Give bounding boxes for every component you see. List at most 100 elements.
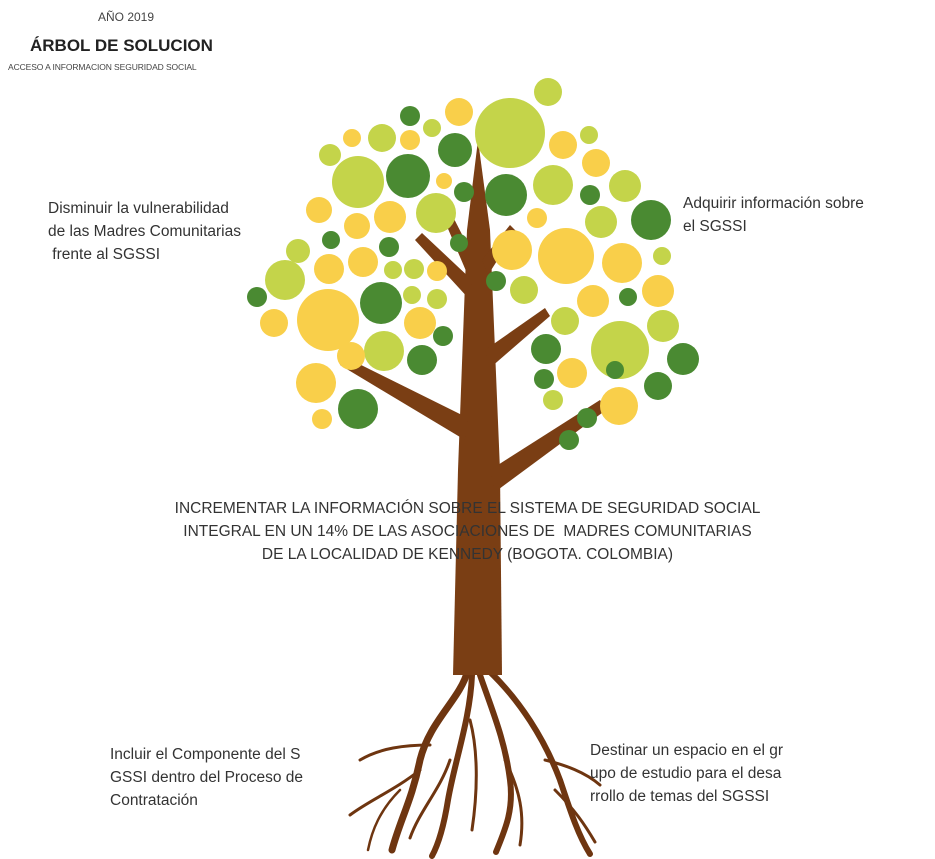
page-title: ÁRBOL DE SOLUCION (30, 36, 213, 55)
leaf-circle (577, 285, 609, 317)
leaf-circle (543, 390, 563, 410)
trunk-branch (340, 357, 468, 440)
leaf-circle (580, 126, 598, 144)
leaf-circle (312, 409, 332, 429)
root-strand (348, 768, 422, 817)
leaf-circle (647, 310, 679, 342)
leaf-circle (667, 343, 699, 375)
root-strand (408, 758, 452, 840)
leaf-circle (642, 275, 674, 307)
tree-canopy (247, 78, 699, 450)
leaf-circle (297, 289, 359, 351)
leaf-circle (436, 173, 452, 189)
leaf-circle (454, 182, 474, 202)
root-strand (503, 758, 524, 847)
branch-label-left: Disminuir la vulnerabilidad de las Madre… (48, 200, 241, 263)
trunk-goal-text: INCREMENTAR LA INFORMACIÓN SOBRE EL SIST… (174, 500, 761, 563)
leaf-circle (400, 106, 420, 126)
leaf-circle (653, 247, 671, 265)
root-strand (553, 788, 597, 844)
leaf-circle (557, 358, 587, 388)
leaf-circle (538, 228, 594, 284)
leaf-circle (600, 387, 638, 425)
trunk-branch (490, 400, 606, 492)
leaf-circle (644, 372, 672, 400)
root-label-left: Incluir el Componente del S GSSI dentro … (110, 746, 304, 809)
leaf-circle (407, 345, 437, 375)
leaf-circle (332, 156, 384, 208)
root-strand (429, 672, 475, 859)
leaf-circle (360, 282, 402, 324)
leaf-circle (379, 237, 399, 257)
leaf-circle (485, 174, 527, 216)
leaf-circle (531, 334, 561, 364)
leaf-circle (433, 326, 453, 346)
leaf-circle (306, 197, 332, 223)
root-strand (468, 718, 478, 832)
leaf-circle (606, 361, 624, 379)
leaf-circle (609, 170, 641, 202)
leaf-circle (260, 309, 288, 337)
root-strand (388, 666, 472, 854)
leaf-circle (265, 260, 305, 300)
leaf-circle (549, 131, 577, 159)
leaf-circle (585, 206, 617, 238)
leaf-circle (602, 243, 642, 283)
leaf-circle (445, 98, 473, 126)
leaf-circle (534, 369, 554, 389)
leaf-circle (348, 247, 378, 277)
leaf-circle (582, 149, 610, 177)
leaf-circle (427, 261, 447, 281)
page-subtitle: ACCESO A INFORMACION SEGURIDAD SOCIAL (8, 62, 197, 72)
leaf-circle (314, 254, 344, 284)
leaf-circle (580, 185, 600, 205)
leaf-circle (247, 287, 267, 307)
leaf-circle (551, 307, 579, 335)
header-year: AÑO 2019 (98, 10, 155, 24)
leaf-circle (416, 193, 456, 233)
leaf-circle (527, 208, 547, 228)
leaf-circle (364, 331, 404, 371)
root-strand (485, 667, 593, 857)
leaf-circle (475, 98, 545, 168)
leaf-circle (368, 124, 396, 152)
branch-label-right: Adquirir información sobre el SGSSI (683, 195, 864, 235)
leaf-circle (438, 133, 472, 167)
root-strand (358, 743, 432, 762)
leaf-circle (486, 271, 506, 291)
leaf-circle (619, 288, 637, 306)
leaf-circle (400, 130, 420, 150)
leaf-circle (319, 144, 341, 166)
leaf-circle (427, 289, 447, 309)
leaf-circle (534, 78, 562, 106)
root-strand (366, 788, 402, 852)
leaf-circle (404, 259, 424, 279)
leaf-circle (296, 363, 336, 403)
leaf-circle (286, 239, 310, 263)
leaf-circle (338, 389, 378, 429)
leaf-circle (492, 230, 532, 270)
leaf-circle (631, 200, 671, 240)
leaf-circle (322, 231, 340, 249)
trunk-main (453, 140, 502, 675)
tree-roots (348, 666, 602, 859)
leaf-circle (344, 213, 370, 239)
leaf-circle (403, 286, 421, 304)
leaf-circle (384, 261, 402, 279)
leaf-circle (404, 307, 436, 339)
root-strand (543, 758, 602, 787)
leaf-circle (337, 342, 365, 370)
leaf-circle (559, 430, 579, 450)
leaf-circle (533, 165, 573, 205)
leaf-circle (343, 129, 361, 147)
leaf-circle (591, 321, 649, 379)
root-strand (477, 672, 514, 855)
leaf-circle (386, 154, 430, 198)
trunk-branch (485, 308, 550, 368)
leaf-circle (423, 119, 441, 137)
leaf-circle (450, 234, 468, 252)
leaf-circle (510, 276, 538, 304)
root-label-right: Destinar un espacio en el gr upo de estu… (590, 742, 784, 805)
leaf-circle (577, 408, 597, 428)
